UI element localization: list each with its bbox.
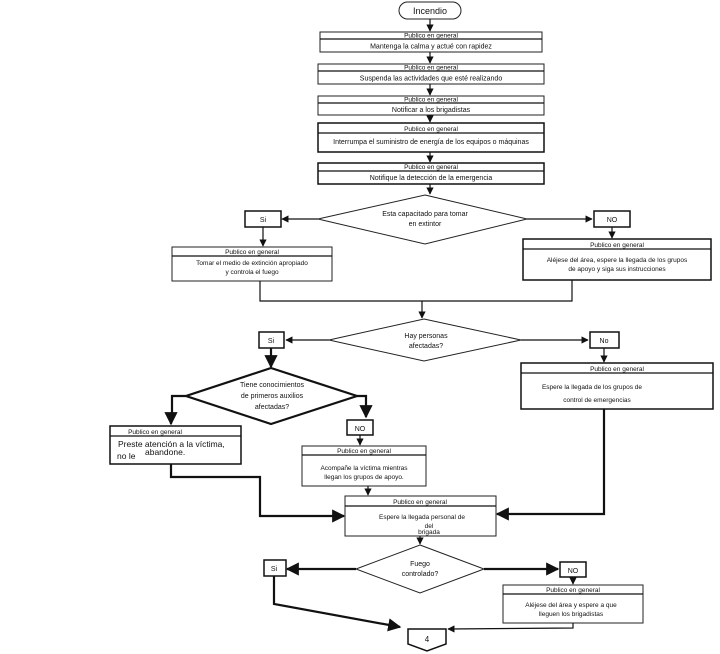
decision-text: Fuego (410, 561, 430, 568)
decision-text: Esta capacitado para tomar (382, 211, 468, 218)
svg-text:No: No (600, 338, 609, 345)
end-connector: 4 (407, 628, 447, 652)
end-label: 4 (425, 635, 430, 644)
step-text: control de emergencias (563, 397, 631, 404)
svg-text:Si: Si (268, 338, 275, 345)
svg-text:Si: Si (271, 566, 278, 573)
step-text: Espere la llegada de los grupos de (542, 384, 642, 391)
step-text: no le (117, 451, 136, 461)
step-text: llegan los grupos de apoyo. (324, 474, 404, 481)
step-text: abandone. (145, 447, 185, 457)
actor-label: Publico en general (128, 429, 182, 436)
step-text: Notificar a los brigadistas (392, 107, 471, 114)
step-text: Interrumpa el suministro de energía de l… (333, 139, 529, 146)
decision-text: afectadas? (255, 404, 289, 411)
actor-label: Publico en general (404, 126, 458, 133)
step-text: de apoyo y siga sus instrucciones (568, 266, 666, 273)
decision-text: Hay personas (404, 333, 448, 340)
accompany-victim-box: Publico en general Acompañe la víctima m… (301, 445, 427, 487)
start-label: Incendio (413, 6, 447, 16)
decision-text: Tiene conocimientos (240, 382, 304, 389)
step-box-4: Publico en general Interrumpa el suminis… (317, 122, 545, 153)
arrow (447, 623, 574, 633)
step-text: Mantenga la calma y actué con rapidez (370, 44, 492, 51)
step-text: Tomar el medio de extinción apropiado (196, 260, 308, 267)
arrow-no (357, 394, 373, 419)
decision-text: de primeros auxilios (241, 393, 304, 400)
decision-3: Tiene conocimientos de primeros auxilios… (182, 366, 361, 426)
svg-text:Si: Si (260, 217, 267, 224)
actor-label: Publico en general (590, 242, 644, 249)
step-text: Suspenda las actividades que esté realiz… (360, 76, 503, 83)
actor-label: Publico en general (225, 249, 279, 256)
no-label-4: NO (559, 561, 587, 578)
step-box-3: Publico en general Notificar a los briga… (317, 95, 545, 116)
decision-text: controlado? (402, 571, 439, 578)
actor-label: Publico en general (337, 448, 391, 455)
merge-line (259, 280, 573, 302)
no-label-1: NO (593, 210, 631, 228)
step-box-5: Publico en general Notifique la detecció… (317, 162, 545, 185)
actor-label: Publico en general (546, 587, 600, 594)
step-text: Aléjese del área, espere la llegada de l… (547, 257, 688, 264)
step-box-2: Publico en general Suspenda las activida… (317, 63, 545, 85)
decision-text: afectadas? (409, 343, 443, 350)
extinguish-box: Publico en general Tomar el medio de ext… (171, 246, 333, 282)
step-box-1: Publico en general Mantenga la calma y a… (319, 31, 543, 53)
attend-victim-box: Publico en general Preste atención a la … (109, 425, 242, 465)
decision-2: Hay personas afectadas? (328, 318, 522, 362)
wait-emergency-box: Publico en general Espere la llegada de … (520, 362, 714, 410)
step-text: Acompañe la víctima mientras (320, 465, 408, 472)
leave-area-final-box: Publico en general Aléjese del área y es… (502, 584, 644, 624)
actor-label: Publico en general (404, 97, 458, 104)
leave-area-box: Publico en general Aléjese del área, esp… (522, 238, 712, 281)
actor-label: Publico en general (404, 65, 458, 72)
svg-text:NO: NO (355, 426, 366, 433)
step-text: y controla el fuego (225, 269, 279, 276)
decision-1: Esta capacitado para tomar en extintor (317, 194, 528, 245)
yes-label-1: Si (244, 210, 282, 228)
svg-text:NO: NO (568, 568, 579, 575)
decision-text: en extintor (409, 221, 442, 228)
arrow (272, 576, 402, 632)
actor-label: Publico en general (404, 164, 458, 171)
step-text: brigada (418, 529, 440, 536)
step-text: del (425, 523, 434, 530)
arrow (169, 464, 346, 523)
actor-label: Publico en general (590, 366, 644, 373)
no-label-3: NO (346, 419, 374, 436)
step-text: Aléjese del área y espere a que (525, 602, 617, 609)
actor-label: Publico en general (404, 33, 458, 40)
no-label-2: No (589, 331, 620, 349)
step-text: Espere la llegada personal de (379, 514, 465, 521)
arrow-yes (164, 394, 186, 426)
step-text: lleguen los brigadistas (539, 611, 604, 618)
actor-label: Publico en general (393, 499, 447, 506)
yes-label-4: Si (263, 559, 287, 577)
arrow (495, 409, 606, 521)
yes-label-2: Si (258, 331, 285, 349)
svg-text:NO: NO (607, 217, 618, 224)
step-text: Notifique la detección de la emergencia (370, 175, 493, 182)
decision-4: Fuego controlado? (354, 544, 486, 594)
wait-brigade-box: Publico en general Espere la llegada per… (344, 495, 497, 537)
start-terminator: Incendio (398, 1, 462, 20)
step-text: Preste atención a la víctima, (118, 439, 225, 449)
